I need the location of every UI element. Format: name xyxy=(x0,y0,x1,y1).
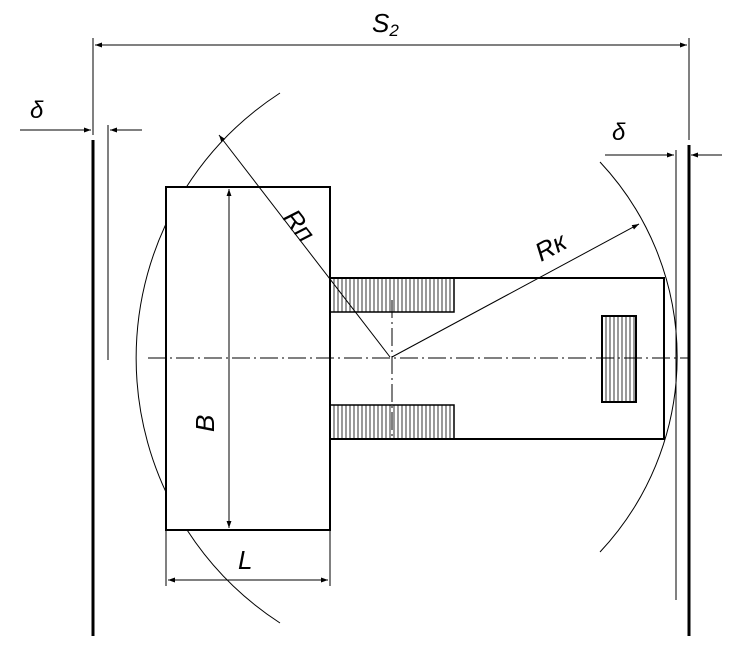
rp-radius-line xyxy=(218,134,391,358)
l-label: L xyxy=(238,545,252,575)
s2-label: S2 xyxy=(372,8,399,40)
hatched-end-block xyxy=(601,315,637,403)
rp-swept-arc xyxy=(135,92,281,624)
rk-label: Rк xyxy=(530,225,573,267)
delta-right-label: δ xyxy=(612,119,626,146)
delta-left-label: δ xyxy=(30,97,44,124)
rk-swept-arc xyxy=(599,161,678,553)
rk-radius-line xyxy=(391,223,640,358)
b-label: B xyxy=(190,415,220,432)
